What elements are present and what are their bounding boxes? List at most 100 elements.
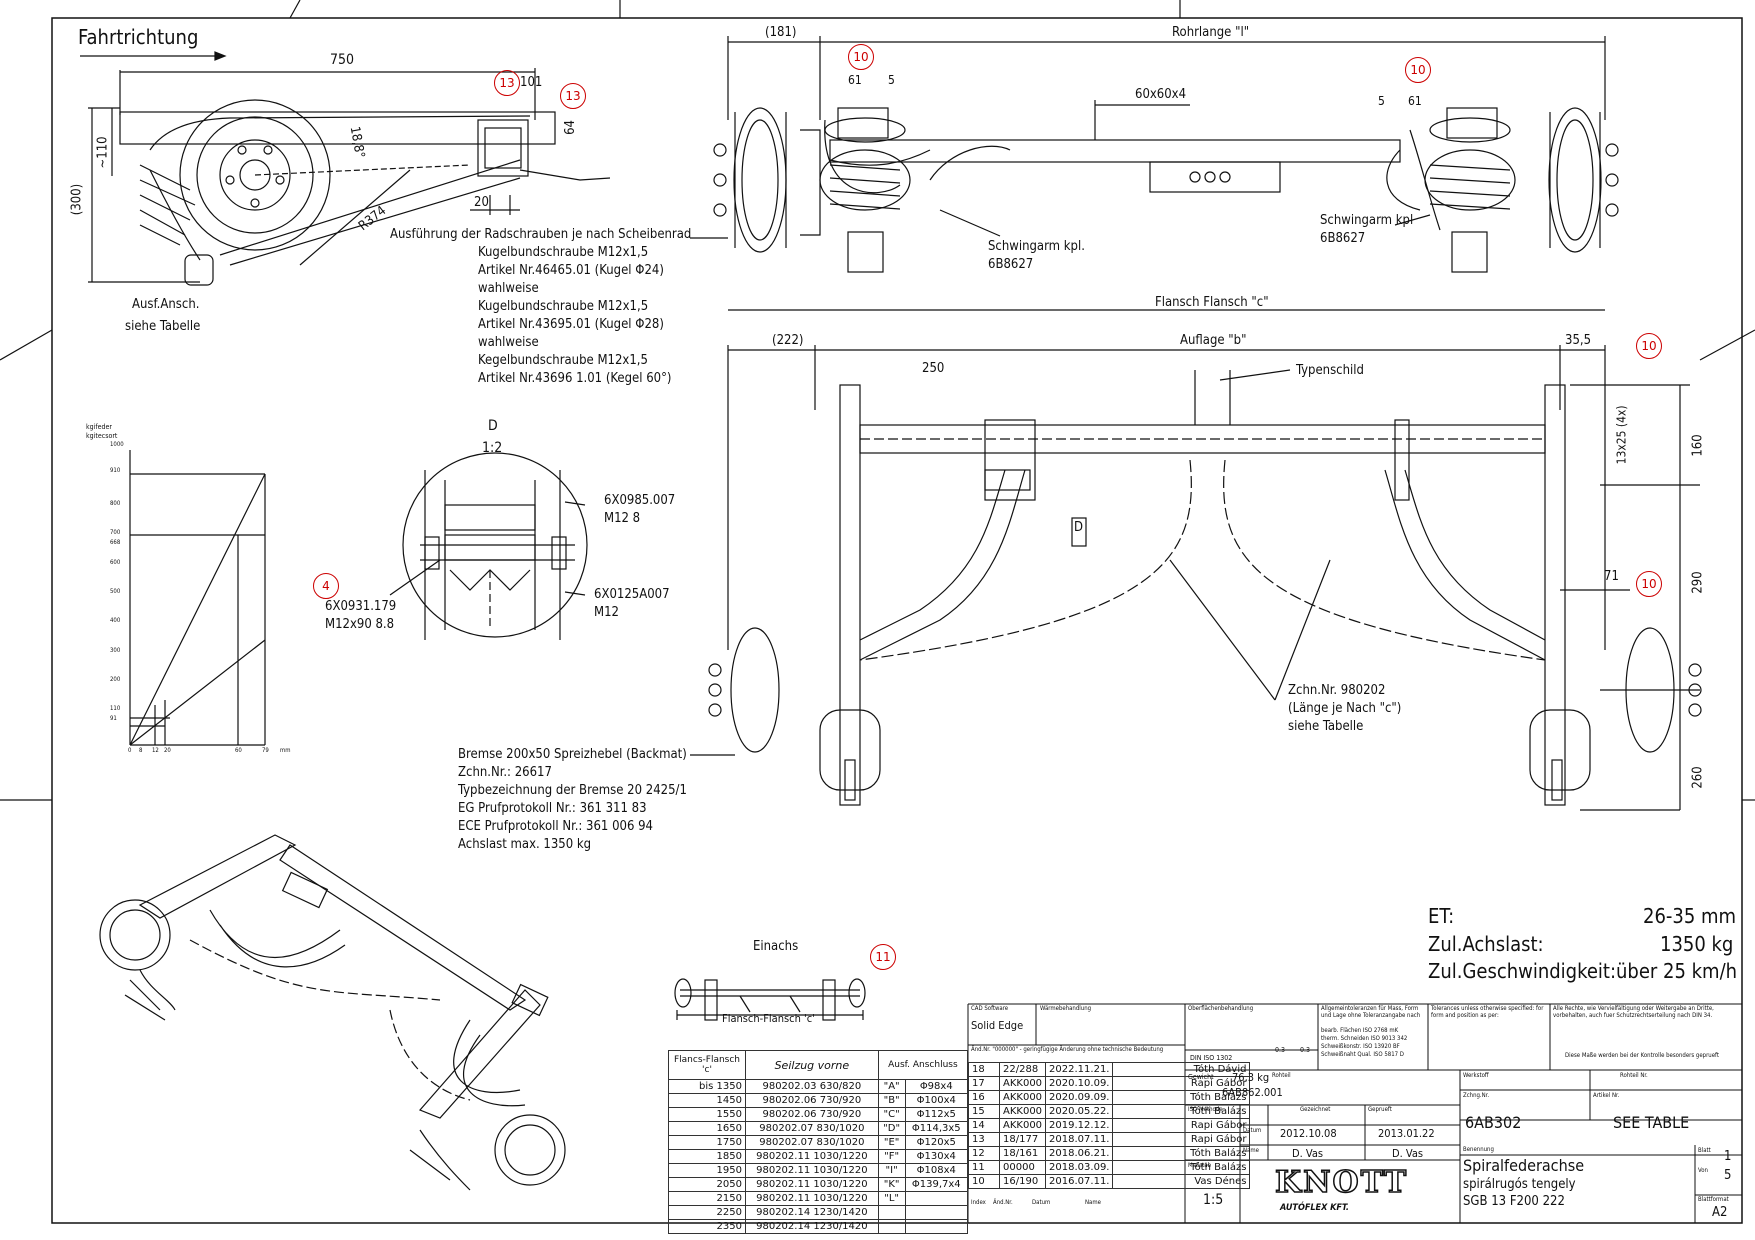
tol-row: therm. Schneiden ISO 9013 342	[1321, 1035, 1408, 1042]
revision-cell: 2020.05.22.	[1045, 1104, 1114, 1119]
flange-cell: 980202.07 830/1020	[745, 1121, 879, 1136]
bolt-note-1: Kugelbundschraube M12x1,5	[478, 245, 649, 260]
detail-rt-2: M12 8	[604, 511, 641, 526]
dim-13x25: 13x25 (4x)	[1614, 405, 1629, 465]
brake-line: Bremse 200x50 Spreizhebel (Backmat)	[458, 747, 687, 762]
title-hu: spirálrugós tengely	[1463, 1177, 1576, 1192]
flange-cell: "I"	[877, 1163, 906, 1178]
dim-300: (300)	[69, 183, 85, 216]
revision-cell: AKK000	[998, 1090, 1047, 1105]
bolt-note-2: Artikel Nr.46465.01 (Kugel Φ24)	[478, 263, 664, 278]
detail-title: D	[488, 418, 498, 434]
checked-label: Geprueft	[1368, 1106, 1392, 1113]
brake-line: EG Prufprotokoll Nr.: 361 311 83	[458, 801, 647, 816]
xtick: 8	[139, 747, 143, 754]
title-de: Spiralfederachse	[1463, 1156, 1585, 1175]
revision-cell: 15	[968, 1104, 1000, 1119]
swing-right-1: Schwingarm kpl	[1320, 213, 1414, 228]
bolt-note-4: Kugelbundschraube M12x1,5	[478, 299, 649, 314]
ytick: 600	[110, 559, 121, 566]
artikel-value: SEE TABLE	[1613, 1113, 1690, 1132]
flange-cell: 980202.07 830/1020	[745, 1135, 879, 1150]
von-value: 5	[1724, 1168, 1732, 1183]
flange-cell: 980202.11 1030/1220	[745, 1149, 879, 1164]
flange-cell	[904, 1205, 969, 1220]
rohteil-nr-label: Rohteil Nr.	[1620, 1072, 1648, 1079]
ytick: 400	[110, 617, 121, 624]
cad-value: Solid Edge	[971, 1019, 1024, 1032]
xtick: 0	[128, 747, 132, 754]
ytick: 300	[110, 647, 121, 654]
ytick: 668	[110, 539, 121, 546]
balloon-10b: 10	[1405, 57, 1431, 83]
flange-cell: "E"	[877, 1135, 906, 1150]
dim-290: 290	[1690, 571, 1706, 594]
name-label: Name	[1243, 1147, 1259, 1154]
revision-note: Änd.Nr. "000000" - geringfügige Änderung…	[971, 1046, 1164, 1053]
dim-250: 250	[922, 361, 945, 376]
scale-label: Maßstab	[1188, 1162, 1212, 1169]
detail-d	[402, 452, 588, 640]
blatt-value: 1	[1724, 1149, 1732, 1164]
drawn-name: D. Vas	[1292, 1147, 1324, 1160]
format-label: Blattformat	[1698, 1196, 1729, 1203]
brake-line: Typbezeichnung der Bremse 20 2425/1	[458, 783, 687, 798]
revision-cell: 18	[968, 1062, 1000, 1077]
flange-cell: 1950	[668, 1163, 746, 1178]
dim-101: 101	[520, 75, 543, 90]
zchn-note-1: Zchn.Nr. 980202	[1288, 683, 1386, 698]
detail-ref-d: D	[1074, 520, 1084, 535]
bolt-note-8: Artikel Nr.43696 1.01 (Kegel 60°)	[478, 371, 672, 386]
ytick: 700	[110, 529, 121, 536]
ytick: 910	[110, 467, 121, 474]
dim-260: 260	[1690, 766, 1706, 789]
revision-cell: 17	[968, 1076, 1000, 1091]
einachs-diagram	[674, 978, 866, 1021]
rev-foot: Index	[971, 1199, 986, 1206]
flange-cell: 980202.03 630/820	[745, 1079, 879, 1094]
balloon-4: 4	[313, 573, 339, 599]
detail-rb-2: M12	[594, 605, 619, 620]
flange-cell: 1450	[668, 1093, 746, 1108]
flange-cell: Φ108x4	[904, 1163, 969, 1178]
flange-cell: Φ112x5	[904, 1107, 969, 1122]
flange-cell: 1550	[668, 1107, 746, 1122]
xtick: 20	[164, 747, 171, 754]
balloon-11: 11	[870, 944, 896, 970]
cad-label: CAD Software	[971, 1005, 1009, 1012]
flange-table: Flancs-Flansch 'c' Seilzug vorne Ausf. A…	[668, 1050, 969, 1234]
dim-64: 64	[562, 120, 578, 135]
flange-cell	[877, 1205, 906, 1220]
iso-view	[99, 834, 566, 1191]
revision-cell: 11	[968, 1160, 1000, 1175]
iso-method: ISO Methode	[1188, 1106, 1223, 1113]
revision-cell: Vas Dénes	[1112, 1174, 1251, 1189]
swing-left-1: Schwingarm kpl.	[988, 239, 1085, 254]
revision-cell: 22/288	[998, 1062, 1047, 1077]
revision-cell: 2022.11.21.	[1045, 1062, 1114, 1077]
balloon-13b: 13	[560, 83, 586, 109]
flange-cell	[877, 1219, 906, 1234]
rights-note: Alle Rechte, wie Vervielfältigung oder W…	[1553, 1005, 1714, 1019]
spec-speed-value: über 25 km/h	[1616, 959, 1738, 983]
brake-line: Achslast max. 1350 kg	[458, 837, 592, 852]
ytick: 1000	[110, 441, 124, 448]
revision-cell: Tóth Dávid	[1112, 1062, 1251, 1077]
revision-cell: 2018.06.21.	[1045, 1146, 1114, 1161]
ytick: 110	[110, 705, 121, 712]
heat-label: Wärmebehandlung	[1040, 1005, 1092, 1012]
flange-cell: 980202.06 730/920	[745, 1093, 879, 1108]
einachs-label: Einachs	[753, 939, 799, 954]
flange-cell: "F"	[877, 1149, 906, 1164]
detail-scale: 1:2	[482, 440, 503, 456]
